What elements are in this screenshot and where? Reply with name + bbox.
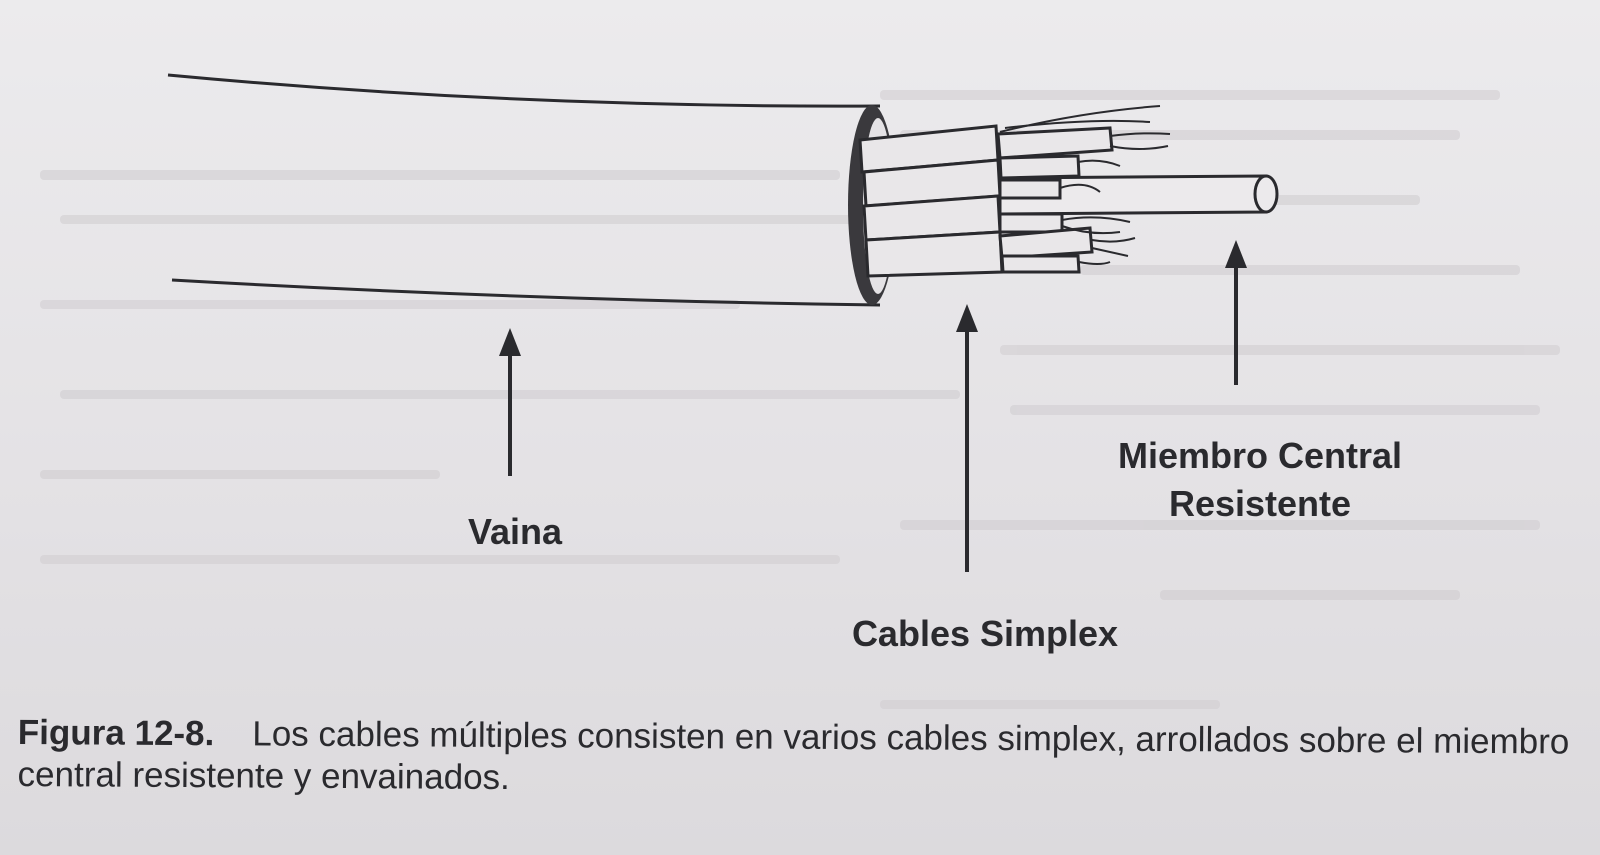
central-member-label: Miembro Central Resistente [1080, 432, 1440, 528]
multi-fiber-cable-diagram [167, 73, 1279, 572]
sheath-label: Vaina [467, 511, 563, 552]
caption-text: Los cables múltiples consisten en varios… [17, 714, 1570, 798]
label-arrows [499, 240, 1247, 572]
central-member-label-line1: Miembro Central [1117, 435, 1403, 476]
figure-number: Figura 12-8. [17, 713, 215, 754]
sheath-bottom-line [171, 278, 881, 307]
simplex-cable-bundle [858, 124, 1114, 278]
fiber-strands [999, 105, 1171, 265]
simplex-cables-label: Cables Simplex [851, 613, 1119, 654]
figure-caption: Figura 12-8.Los cables múltiples consist… [17, 712, 1587, 806]
central-member-label-line2: Resistente [1168, 483, 1352, 524]
sheath-top-line [167, 73, 881, 108]
